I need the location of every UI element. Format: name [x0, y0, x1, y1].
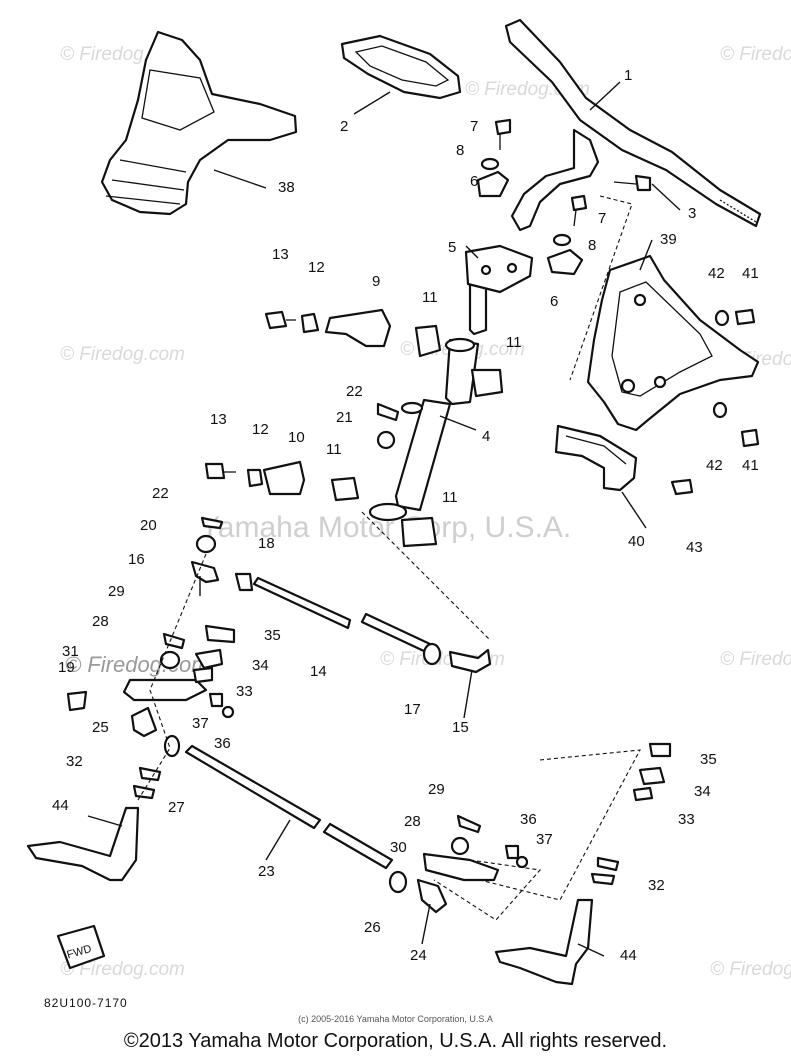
knuckle-arm-parts — [122, 678, 500, 882]
tie-rod-end-parts — [130, 560, 492, 914]
callout-8: 8 — [456, 142, 464, 159]
tie-rod-parts — [163, 572, 442, 894]
callout-42: 42 — [706, 457, 723, 474]
callout-16: 16 — [128, 551, 145, 568]
callout-30: 30 — [390, 839, 407, 856]
callout-14: 14 — [310, 663, 327, 680]
callout-39: 39 — [660, 231, 677, 248]
upper-clamp-part — [464, 244, 534, 294]
callout-7: 7 — [470, 118, 478, 135]
callout-27: 27 — [168, 799, 185, 816]
callout-12: 12 — [252, 421, 269, 438]
callout-25: 25 — [92, 719, 109, 736]
drawing-code: 82U100-7170 — [44, 996, 128, 1010]
handlebar-pad-part — [100, 30, 298, 216]
callout-26: 26 — [364, 919, 381, 936]
callout-11: 11 — [422, 289, 438, 306]
site-watermark: © Firedog.com — [720, 649, 791, 670]
callout-34: 34 — [252, 657, 269, 674]
callout-38: 38 — [278, 179, 295, 196]
callout-11: 11 — [506, 334, 522, 351]
leader-lines — [87, 81, 681, 957]
callout-24: 24 — [410, 947, 427, 964]
callout-13: 13 — [210, 411, 227, 428]
bolt-parts — [480, 118, 652, 247]
callout-20: 20 — [140, 517, 157, 534]
callout-28: 28 — [404, 813, 421, 830]
callout-19: 19 — [58, 659, 75, 676]
callout-44: 44 — [620, 947, 637, 964]
callout-7: 7 — [598, 210, 606, 227]
callout-32: 32 — [66, 753, 83, 770]
callout-2: 2 — [340, 118, 348, 135]
callout-29: 29 — [428, 781, 445, 798]
callout-32: 32 — [648, 877, 665, 894]
callout-33: 33 — [678, 811, 695, 828]
callout-36: 36 — [520, 811, 537, 828]
site-watermark: © Firedog.com — [60, 344, 185, 365]
callout-12: 12 — [308, 259, 325, 276]
callout-41: 41 — [742, 265, 759, 282]
grip-plate-part — [340, 34, 462, 100]
callout-23: 23 — [258, 863, 275, 880]
bushing-parts — [204, 308, 504, 548]
callout-22: 22 — [152, 485, 169, 502]
fwd-indicator: FWD — [56, 924, 106, 970]
callout-22: 22 — [346, 383, 363, 400]
callout-11: 11 — [442, 489, 458, 506]
callout-36: 36 — [214, 735, 231, 752]
callout-1: 1 — [624, 67, 632, 84]
callout-35: 35 — [700, 751, 717, 768]
alignment-lines — [137, 195, 641, 921]
callout-42: 42 — [708, 265, 725, 282]
callout-35: 35 — [264, 627, 281, 644]
callout-33: 33 — [236, 683, 253, 700]
callout-13: 13 — [272, 246, 289, 263]
callout-37: 37 — [536, 831, 553, 848]
callout-43: 43 — [686, 539, 703, 556]
callout-15: 15 — [452, 719, 469, 736]
copyright-notice: ©2013 Yamaha Motor Corporation, U.S.A. A… — [123, 1030, 668, 1052]
callout-6: 6 — [470, 173, 478, 190]
callout-40: 40 — [628, 533, 645, 550]
callout-18: 18 — [258, 535, 275, 552]
small-hardware-parts — [66, 402, 672, 886]
column-clamp-part — [554, 424, 638, 492]
callout-37: 37 — [192, 715, 209, 732]
callout-29: 29 — [108, 583, 125, 600]
bracket-bolt-parts — [670, 308, 760, 496]
callout-9: 9 — [372, 273, 380, 290]
callout-8: 8 — [588, 237, 596, 254]
site-watermark: © Firedog.com — [720, 44, 791, 65]
callout-6: 6 — [550, 293, 558, 310]
handlebar-part — [504, 18, 762, 232]
callout-5: 5 — [448, 239, 456, 256]
site-watermark: © Firedog.com — [710, 959, 791, 980]
callout-41: 41 — [742, 457, 759, 474]
callout-34: 34 — [694, 783, 711, 800]
callout-21: 21 — [336, 409, 353, 426]
callout-10: 10 — [288, 429, 305, 446]
callout-28: 28 — [92, 613, 109, 630]
callout-11: 11 — [326, 441, 342, 458]
column-bracket-part — [586, 254, 760, 432]
callout-44: 44 — [52, 797, 69, 814]
site-watermarks: © Firedog.com © Firedog.com © Firedog.co… — [60, 44, 791, 980]
callout-17: 17 — [404, 701, 421, 718]
steering-column-part — [368, 278, 488, 522]
site-watermark: © Firedog.com — [60, 959, 185, 980]
small-copyright: (c) 2005-2016 Yamaha Motor Corporation, … — [298, 1014, 493, 1024]
callout-3: 3 — [688, 205, 696, 222]
callout-31: 31 — [62, 643, 79, 660]
handlebar-holder-part — [476, 170, 584, 276]
spindle-parts — [26, 806, 594, 986]
callouts: 1 2 3 4 5 6 6 7 7 8 8 9 10 11 11 11 11 1… — [52, 67, 759, 964]
callout-4: 4 — [482, 428, 490, 445]
site-watermark: © Firedog.com — [65, 652, 210, 677]
